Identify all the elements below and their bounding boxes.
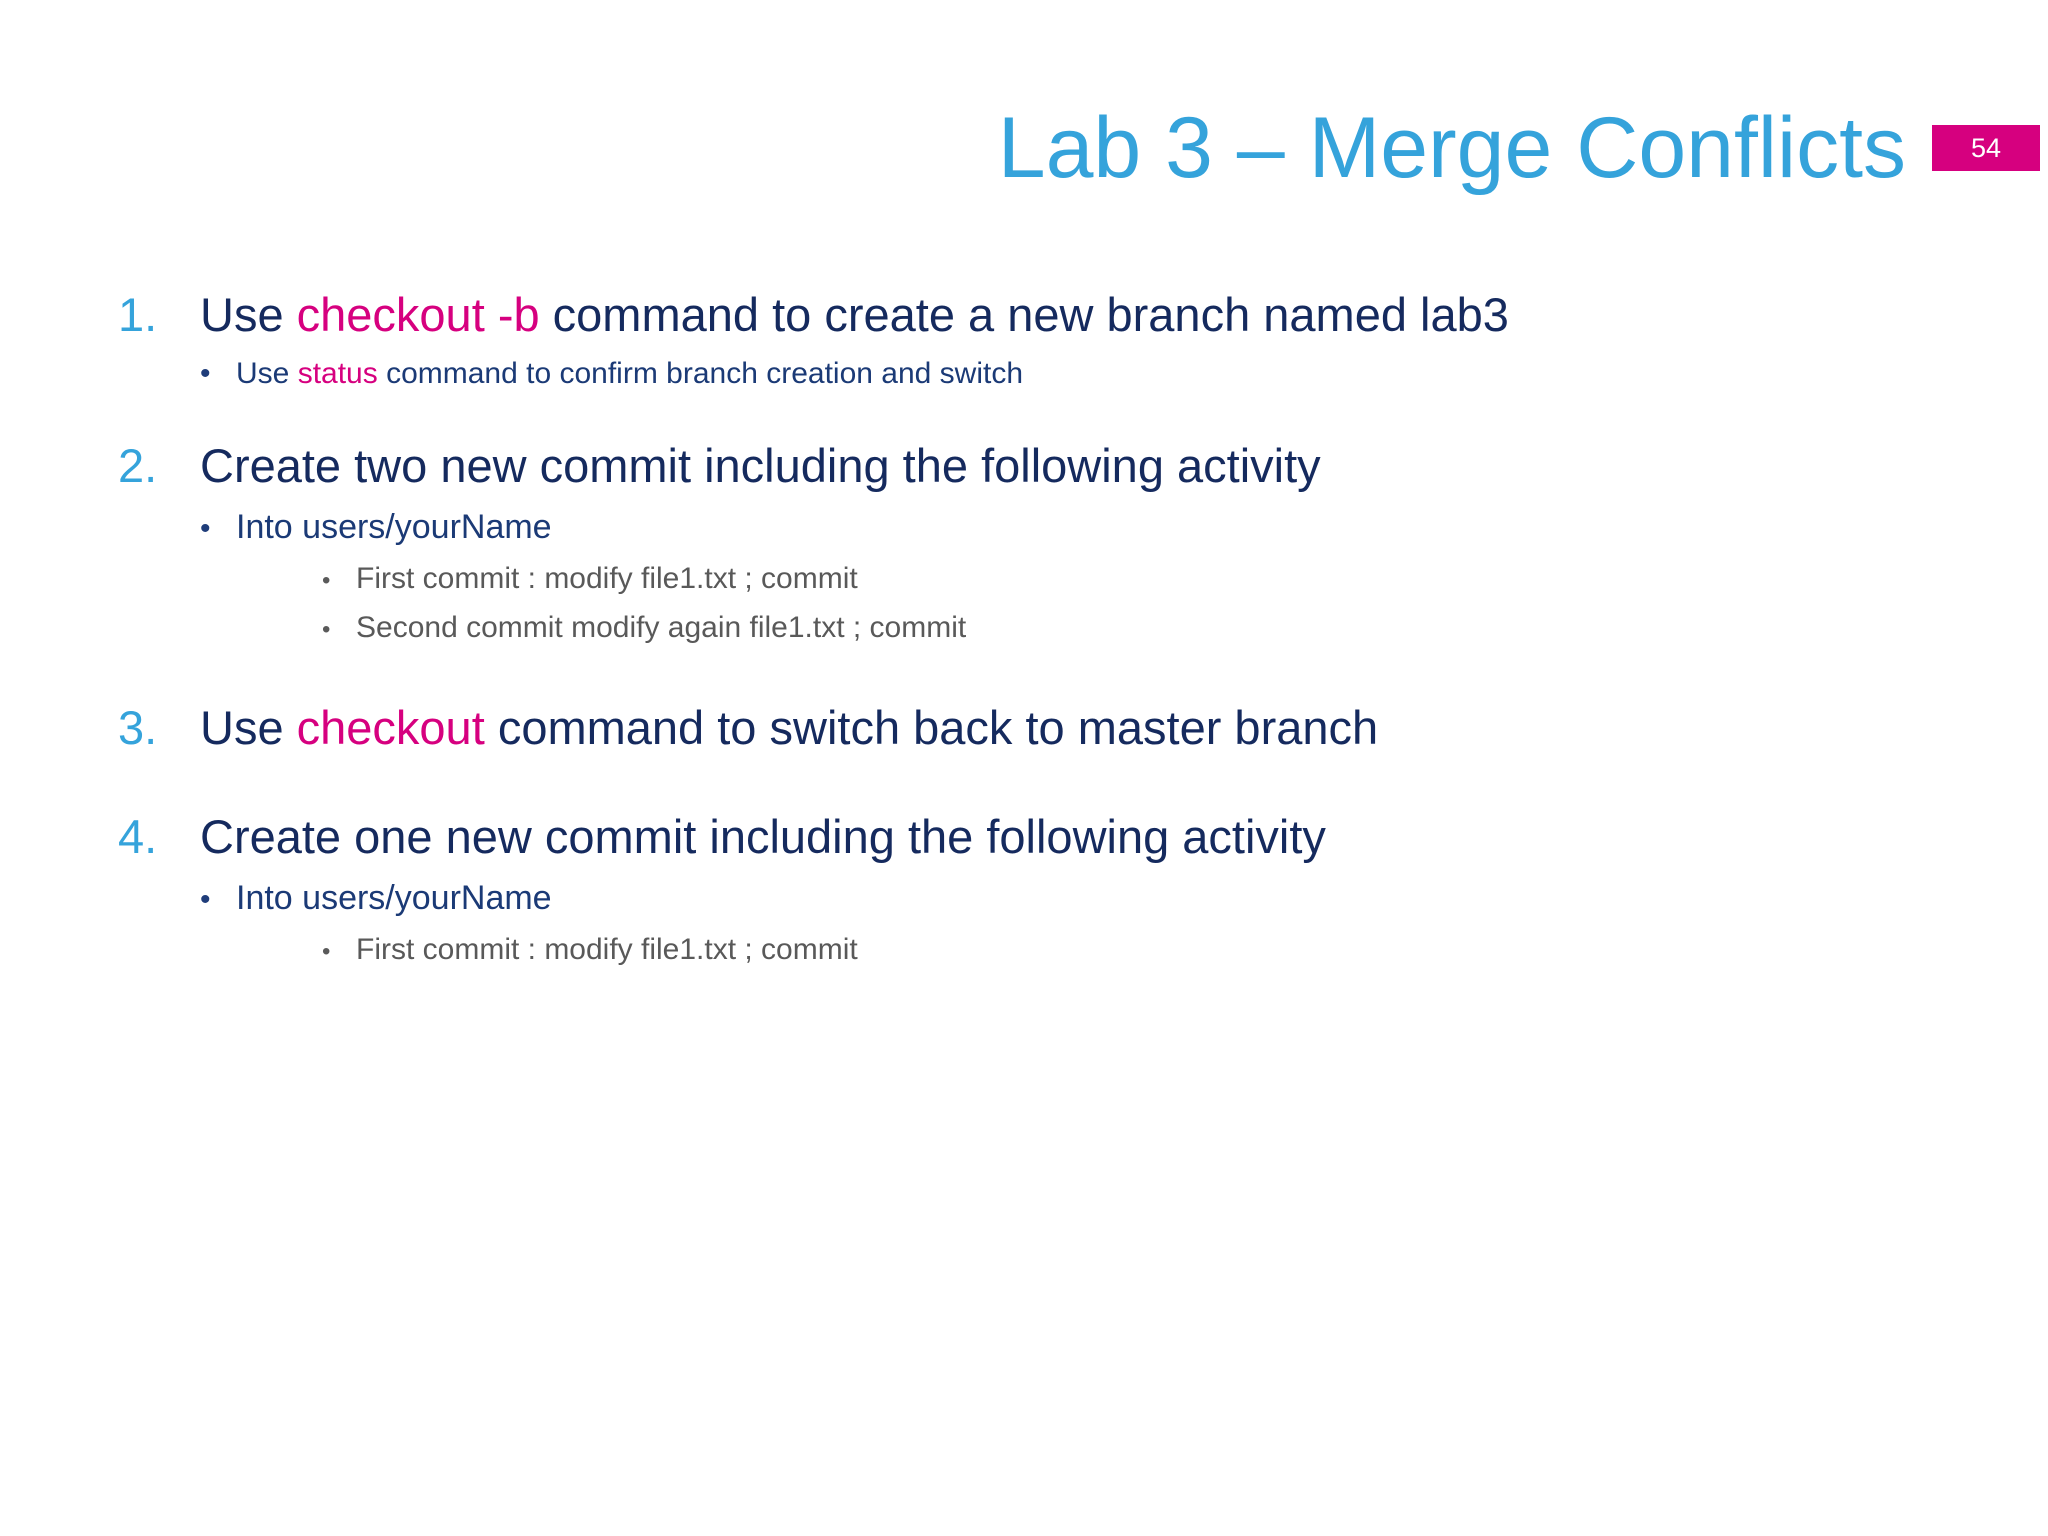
list-item-text: Use checkout -b command to create a new … [200,286,1509,343]
page-title: Lab 3 – Merge Conflicts [997,100,1906,196]
text-segment: command to confirm branch creation and s… [377,357,1024,391]
sub-list-item-text: Into users/yourName [236,879,552,918]
bullet-icon: • [322,937,331,965]
list-item-number: 3. [118,700,158,754]
list-item-text: Create one new commit including the foll… [200,808,1326,865]
sub-list-item: • Into users/yourName [200,506,1988,549]
list-item: 1. Use checkout -b command to create a n… [118,286,1988,343]
page-number-badge: 54 [1932,125,2040,171]
list-item-group: 3. Use checkout command to switch back t… [118,699,1988,756]
sub-list-item-text: Use status command to confirm branch cre… [236,355,1023,393]
sub-list-item: • Use status command to confirm branch c… [200,355,1988,393]
bullet-icon: • [200,512,211,546]
list-item-number: 2. [118,438,158,492]
sub-sub-list-item-text: First commit : modify file1.txt ; commit [356,561,858,595]
text-segment: command to create a new branch named lab… [539,288,1509,341]
bullet-icon: • [322,566,331,594]
list-item-text: Create two new commit including the foll… [200,437,1321,494]
bullet-icon: • [322,615,331,643]
bullet-icon: • [200,357,211,391]
text-segment: Use [200,288,297,341]
keyword-highlight: status [297,357,378,391]
text-segment: Create one new commit including the foll… [200,809,1326,863]
list-item: 4. Create one new commit including the f… [118,808,1988,865]
sub-list-item-text: Into users/yourName [236,508,552,547]
sub-list-item: • Into users/yourName [200,877,1988,920]
slide-body: 1. Use checkout -b command to create a n… [118,286,1988,1021]
sub-sub-list-item: • First commit : modify file1.txt ; comm… [322,559,1988,598]
sub-sub-list-item: • Second commit modify again file1.txt ;… [322,608,1988,647]
text-segment: command to switch back to master branch [484,700,1379,754]
list-item: 2. Create two new commit including the f… [118,437,1988,494]
text-segment: Use [200,700,297,754]
sub-sub-list-item-text: First commit : modify file1.txt ; commit [356,932,858,966]
list-item-number: 4. [118,809,158,863]
keyword-highlight: checkout [296,700,485,754]
sub-sub-list-item: • First commit : modify file1.txt ; comm… [322,930,1988,969]
list-item-number: 1. [118,288,158,341]
text-segment: Create two new commit including the foll… [200,438,1321,492]
list-item-group: 1. Use checkout -b command to create a n… [118,286,1988,393]
list-item: 3. Use checkout command to switch back t… [118,699,1988,756]
list-item-group: 4. Create one new commit including the f… [118,808,1988,969]
keyword-highlight: checkout -b [296,288,540,341]
list-item-text: Use checkout command to switch back to m… [200,699,1378,756]
slide-header: Lab 3 – Merge Conflicts 54 [0,88,2048,208]
sub-sub-list-item-text: Second commit modify again file1.txt ; c… [356,610,967,644]
text-segment: Use [236,357,298,391]
bullet-icon: • [200,883,211,917]
list-item-group: 2. Create two new commit including the f… [118,437,1988,647]
